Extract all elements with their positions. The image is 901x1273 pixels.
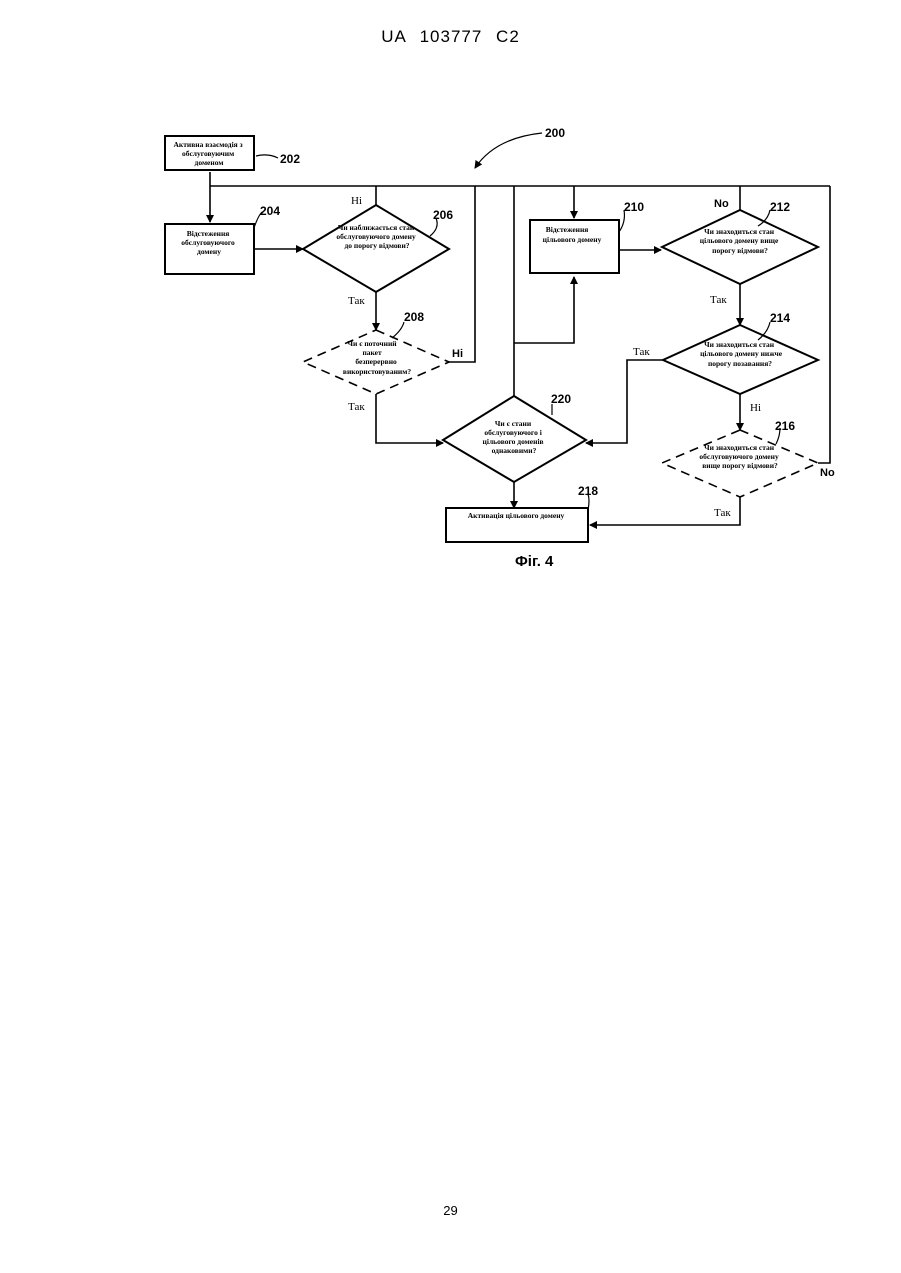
edge-label-214-no: Ні (750, 402, 761, 414)
edge-label-206-no: Ні (351, 195, 362, 207)
node-204: Відстеження обслуговуючого домену 204 (165, 204, 280, 274)
node-202: Активна взаємодія з обслуговуючим домено… (165, 136, 300, 170)
ref-label-218: 218 (578, 484, 598, 498)
node-218: Активація цільового домену 218 (446, 484, 598, 542)
page-number: 29 (0, 1203, 901, 1218)
ref-label-214: 214 (770, 311, 790, 325)
figure-ref-arrow: 200 (475, 126, 565, 168)
node-216-label: Чи знаходиться стан обслуговуючого домен… (699, 443, 780, 470)
node-214-label: Чи знаходиться стан цільового домену ниж… (700, 340, 784, 368)
edge-label-212-no: No (714, 198, 729, 210)
node-220: Чи є стани обслуговуючого і цільового до… (443, 392, 586, 482)
edge-label-208-yes: Так (348, 401, 365, 413)
edge-label-216-no: No (820, 467, 835, 479)
ref-label-208: 208 (404, 310, 424, 324)
ref-label-202: 202 (280, 152, 300, 166)
edge-label-214-yes: Так (633, 346, 650, 358)
ref-label-206: 206 (433, 208, 453, 222)
ref-label-204: 204 (260, 204, 280, 218)
edge-label-212-yes: Так (710, 294, 727, 306)
ref-label-200: 200 (545, 126, 565, 140)
ref-label-220: 220 (551, 392, 571, 406)
node-206-label: Чи наближається стан обслуговуючого доме… (336, 223, 417, 250)
node-206: Чи наближається стан обслуговуючого доме… (303, 205, 453, 292)
figure-caption: Фіг. 4 (515, 553, 554, 570)
ref-label-212: 212 (770, 200, 790, 214)
node-216: Чи знаходиться стан обслуговуючого домен… (662, 419, 818, 497)
node-210: Відстеження цільового домену 210 (530, 200, 644, 273)
edge-label-208-no: Ні (452, 348, 463, 360)
edge-label-206-yes: Так (348, 295, 365, 307)
node-212: Чи знаходиться стан цільового домену вищ… (662, 200, 818, 284)
node-218-label: Активація цільового домену (468, 511, 565, 520)
node-208-label: Чи є поточний пакет безперервно використ… (343, 339, 411, 376)
edge-label-216-yes: Так (714, 507, 731, 519)
ref-label-216: 216 (775, 419, 795, 433)
ref-label-210: 210 (624, 200, 644, 214)
